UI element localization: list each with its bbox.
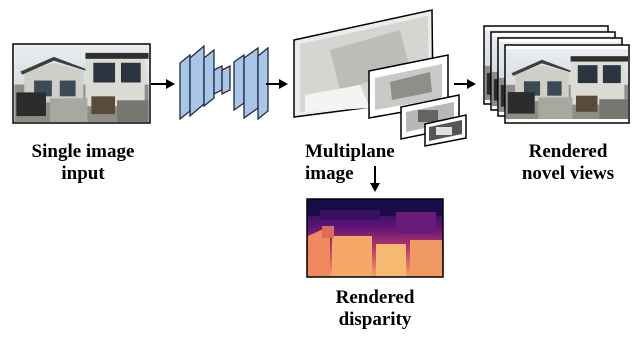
multiplane-image: [293, 9, 467, 147]
rendered-disparity-image: [306, 198, 444, 278]
network-layer-1: [179, 53, 191, 121]
arrow-mpi-to-disparity: [370, 166, 380, 192]
caption-line: Multiplane: [305, 141, 395, 162]
network-layer-8: [257, 46, 269, 121]
input-image: [12, 43, 151, 124]
arrow-input-to-network: [151, 79, 175, 89]
caption-single-image-input: Single image input: [8, 141, 158, 185]
caption-line: Rendered: [528, 141, 608, 162]
network-layer-3: [203, 48, 215, 108]
caption-rendered-novel-views: Rendered novel views: [498, 141, 638, 185]
novel-view-4: [504, 44, 630, 124]
network-layer-5: [221, 64, 231, 96]
caption-line: image: [305, 163, 354, 184]
network-layer-6: [233, 53, 245, 112]
caption-line: novel views: [521, 163, 615, 184]
rendered-novel-views: [483, 25, 630, 124]
caption-line: Rendered: [335, 287, 415, 308]
arrow-mpi-to-views: [454, 79, 476, 89]
network-icon: [179, 44, 269, 121]
caption-line: Single image: [31, 141, 135, 162]
caption-rendered-disparity: Rendered disparity: [305, 287, 445, 331]
caption-line: input: [61, 163, 105, 184]
network-layer-4: [213, 64, 223, 96]
network-layer-7: [243, 46, 259, 120]
caption-line: disparity: [338, 309, 412, 330]
caption-multiplane-image: Multiplane image: [305, 141, 395, 185]
network-layer-2: [189, 44, 205, 118]
arrow-network-to-mpi: [266, 79, 288, 89]
mpi-plane-4: [424, 114, 467, 147]
